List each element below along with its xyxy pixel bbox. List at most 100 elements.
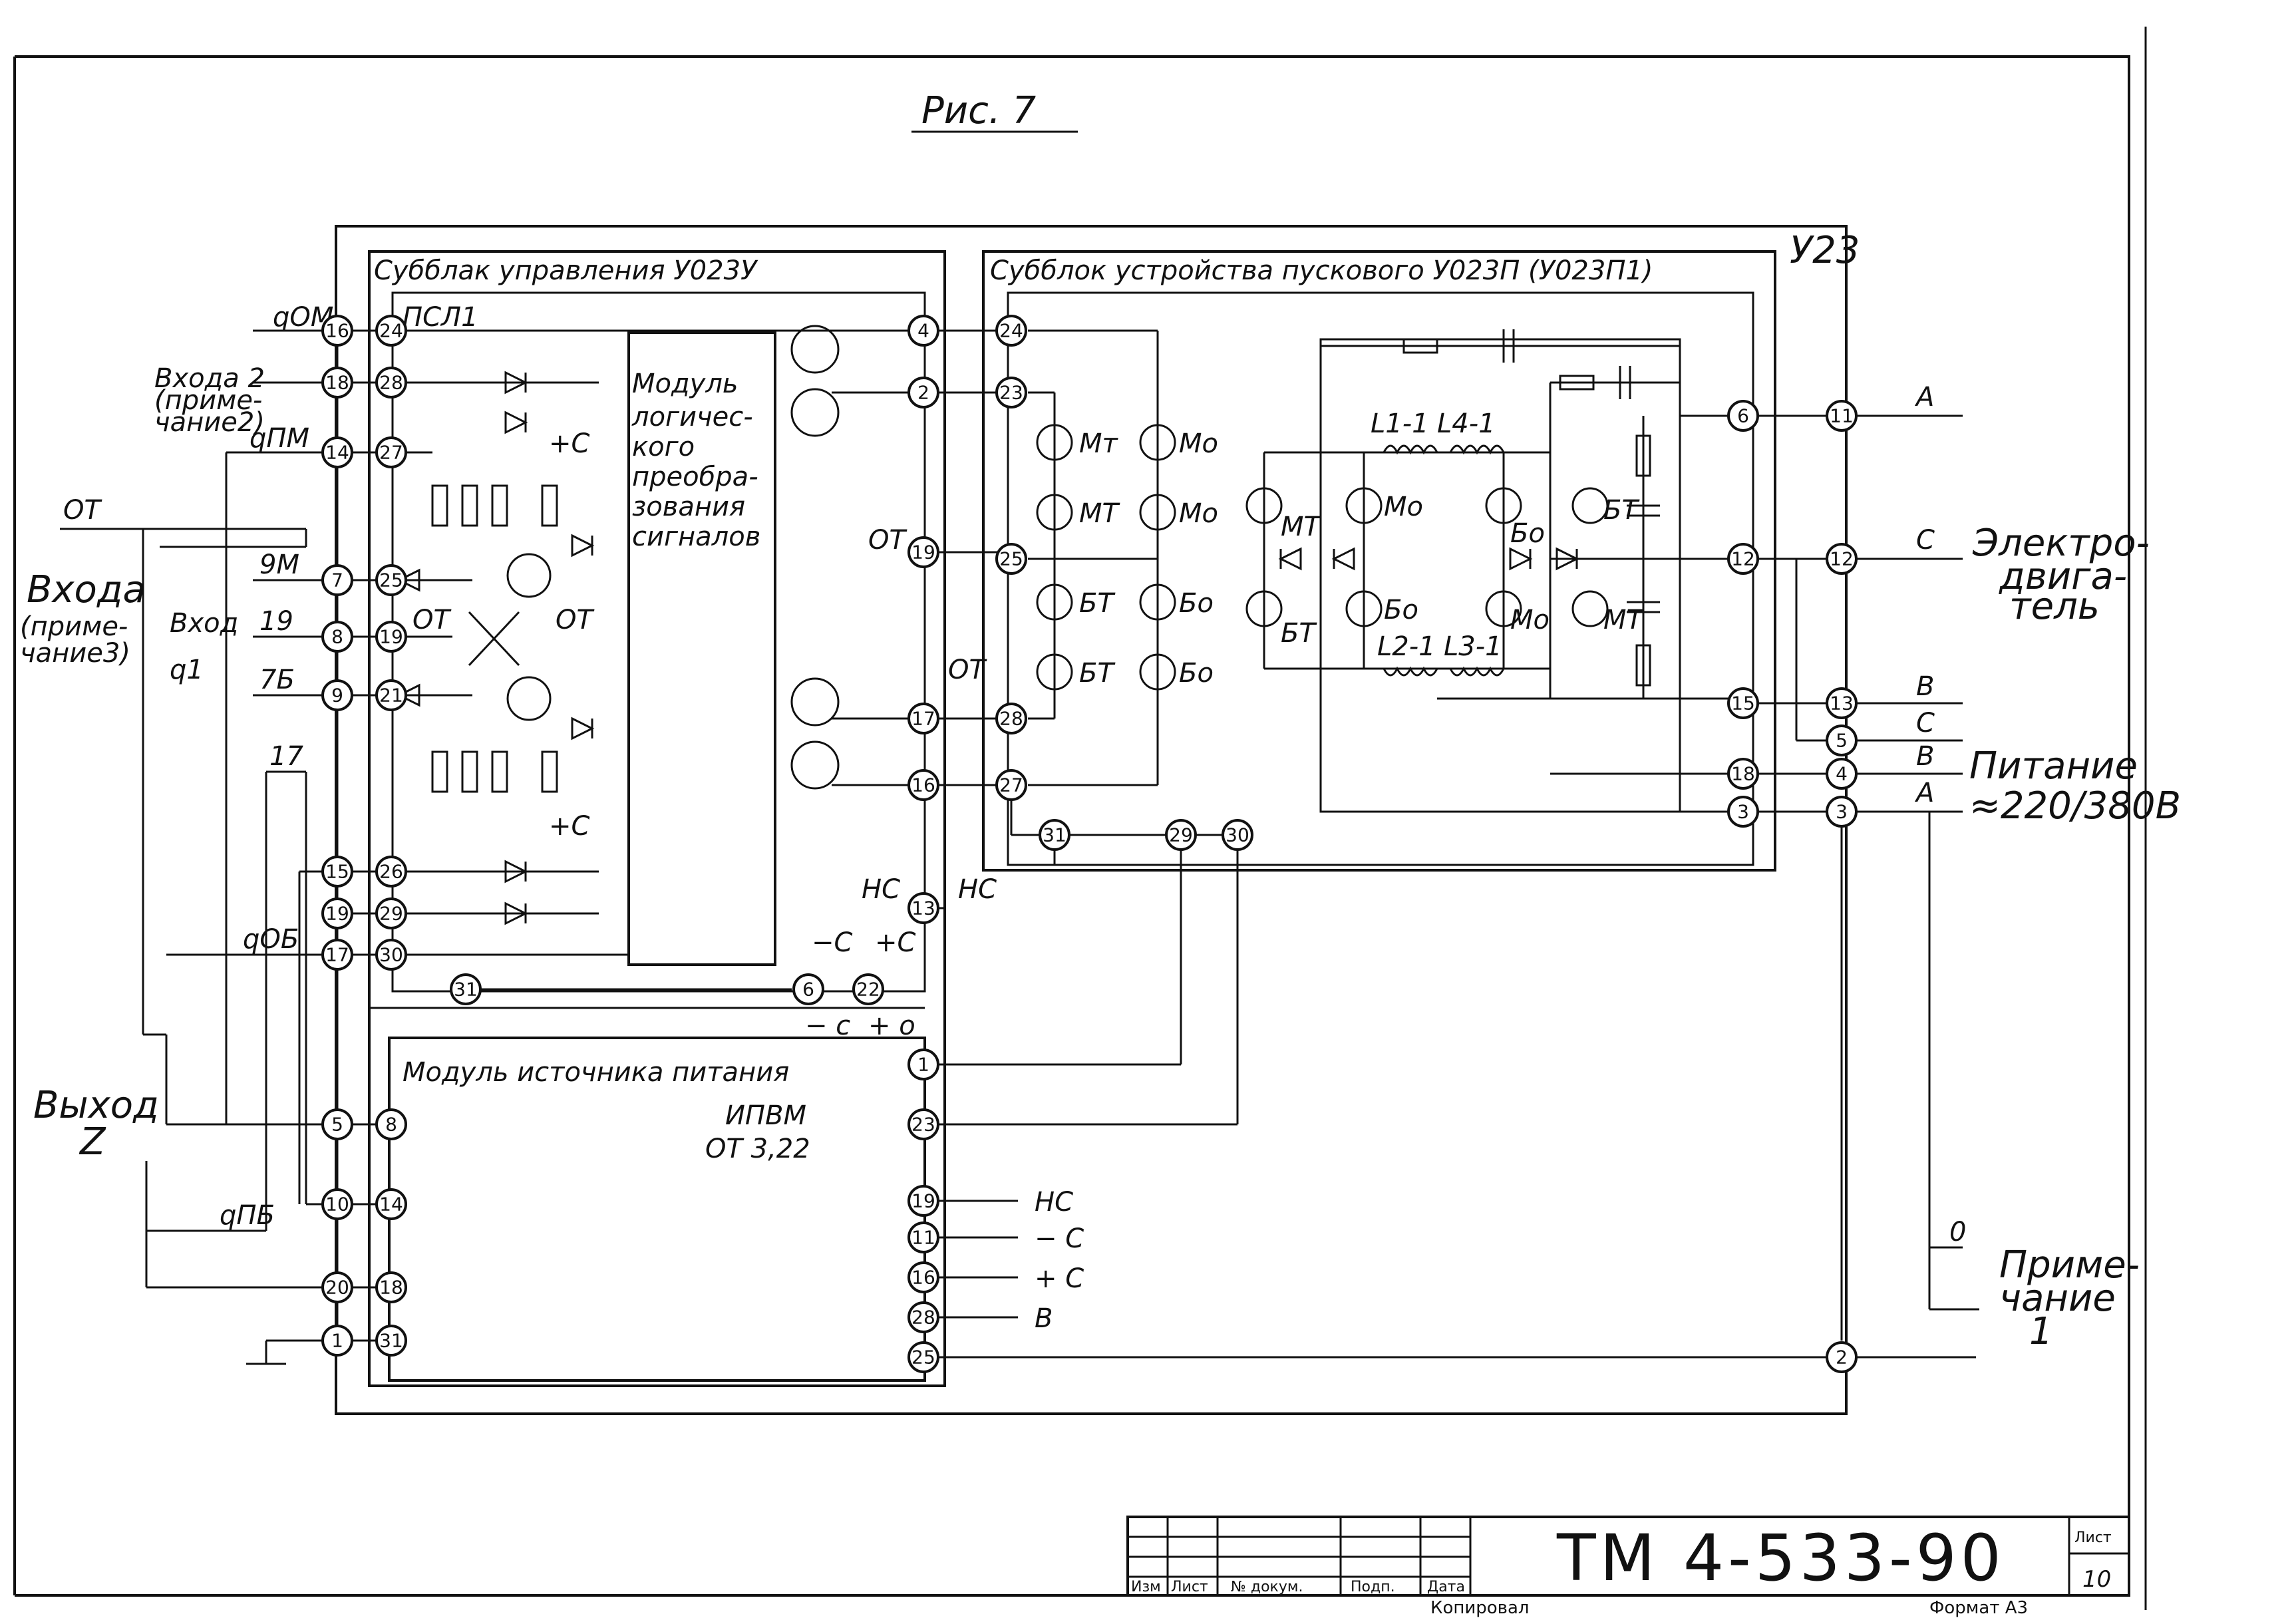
svg-text:ОТ: ОТ bbox=[412, 605, 452, 635]
svg-text:1: 1 bbox=[917, 1054, 929, 1076]
svg-text:№ докум.: № докум. bbox=[1231, 1579, 1303, 1595]
unit-label: У23 bbox=[1790, 229, 1860, 272]
svg-text:qПБ: qПБ bbox=[220, 1200, 275, 1231]
svg-text:16: 16 bbox=[911, 1267, 935, 1289]
led-symbols bbox=[1036, 424, 1609, 691]
svg-text:МТ: МТ bbox=[1079, 498, 1121, 529]
svg-text:НС: НС bbox=[1035, 1187, 1073, 1217]
svg-text:15: 15 bbox=[325, 861, 349, 883]
psl-title: ПСЛ1 bbox=[403, 302, 478, 333]
svg-text:Вход: Вход bbox=[170, 608, 238, 639]
power-module-from: ОТ 3,22 bbox=[705, 1134, 810, 1164]
svg-text:6: 6 bbox=[802, 979, 814, 1001]
svg-text:qПМ: qПМ bbox=[249, 423, 309, 454]
svg-text:23: 23 bbox=[999, 382, 1023, 404]
svg-text:Мо: Мо bbox=[1510, 605, 1550, 635]
svg-text:0: 0 bbox=[1949, 1217, 1966, 1247]
control-subblock bbox=[368, 250, 946, 1387]
svg-text:ОТ: ОТ bbox=[868, 525, 907, 556]
svg-text:+С: +С bbox=[549, 428, 590, 459]
svg-text:Бо: Бо bbox=[1179, 658, 1214, 689]
svg-text:Входа 2: Входа 2 bbox=[154, 363, 265, 394]
svg-text:+С: +С bbox=[875, 927, 916, 958]
svg-text:Бо: Бо bbox=[1510, 518, 1545, 549]
svg-text:чание2): чание2) bbox=[154, 407, 265, 438]
sheet-label: Лист bbox=[2074, 1530, 2112, 1546]
pins-control-inner: 24 28 27 25 19 21 26 29 30 8 14 18 31 bbox=[375, 315, 407, 1357]
svg-text:Бо: Бо bbox=[1179, 588, 1214, 619]
pins-control-out: 4 2 19 17 16 13 bbox=[907, 315, 939, 924]
svg-text:9М: 9М bbox=[259, 550, 299, 580]
svg-text:11: 11 bbox=[911, 1227, 935, 1249]
coil-labels: L1-1 L4-1 L2-1 L3-1 bbox=[1371, 408, 1502, 662]
svg-text:чание3): чание3) bbox=[20, 638, 130, 669]
svg-text:5: 5 bbox=[331, 1114, 343, 1136]
svg-text:НС: НС bbox=[862, 874, 900, 905]
svg-text:31: 31 bbox=[454, 979, 478, 1001]
svg-text:БТ: БТ bbox=[1281, 618, 1317, 649]
svg-text:14: 14 bbox=[325, 442, 349, 464]
svg-text:С: С bbox=[1916, 708, 1935, 738]
svg-text:25: 25 bbox=[911, 1347, 935, 1369]
svg-text:+С: +С bbox=[549, 811, 590, 842]
pins-misc: 31 6 22 bbox=[450, 973, 884, 1005]
svg-text:13: 13 bbox=[1830, 693, 1854, 715]
starter-subblock-title: Субблок устройства пускового У023П (У023… bbox=[990, 255, 1653, 286]
svg-text:27: 27 bbox=[999, 774, 1023, 796]
svg-text:А: А bbox=[1914, 778, 1934, 808]
svg-text:Дата: Дата bbox=[1427, 1579, 1465, 1595]
left-labels: Входа 2 (приме- чание2) ОТ Входа (приме-… bbox=[20, 302, 333, 1231]
sheet-number: 10 bbox=[2082, 1566, 2111, 1593]
svg-text:28: 28 bbox=[911, 1307, 935, 1329]
pins-starter-left: 24 23 25 28 27 31 29 30 bbox=[995, 315, 1253, 851]
svg-text:25: 25 bbox=[379, 569, 403, 591]
svg-text:Мт: Мт bbox=[1079, 428, 1119, 459]
svg-text:qОБ: qОБ bbox=[243, 924, 299, 955]
svg-text:10: 10 bbox=[325, 1194, 349, 1215]
copied-label: Копировал bbox=[1430, 1598, 1530, 1618]
svg-text:−С: −С bbox=[812, 927, 853, 958]
svg-text:зования: зования bbox=[632, 492, 745, 522]
svg-text:(приме-: (приме- bbox=[20, 611, 128, 642]
svg-text:19: 19 bbox=[379, 626, 403, 648]
svg-text:12: 12 bbox=[1731, 548, 1755, 570]
svg-text:8: 8 bbox=[331, 626, 343, 648]
led-labels: Мт МТ БТ БТ Мо Мо Бо Бо МТ БТ Мо Бо Бо М… bbox=[1079, 428, 1645, 689]
svg-text:Выход: Выход bbox=[33, 1084, 159, 1127]
svg-text:19: 19 bbox=[911, 1190, 935, 1212]
svg-text:ОТ: ОТ bbox=[556, 605, 595, 635]
svg-text:8: 8 bbox=[385, 1114, 397, 1136]
figure-title: Рис. 7 bbox=[921, 89, 1037, 132]
svg-text:Бо: Бо bbox=[1384, 595, 1418, 625]
svg-text:А: А bbox=[1914, 382, 1934, 412]
svg-text:С: С bbox=[1916, 525, 1935, 556]
svg-text:31: 31 bbox=[379, 1330, 403, 1352]
triac-bridge-components bbox=[1278, 329, 1660, 687]
svg-text:Лист: Лист bbox=[1171, 1579, 1208, 1595]
svg-text:26: 26 bbox=[379, 861, 403, 883]
svg-text:БТ: БТ bbox=[1079, 588, 1116, 619]
power-module bbox=[388, 1037, 926, 1382]
svg-text:21: 21 bbox=[379, 685, 403, 707]
svg-text:9: 9 bbox=[331, 685, 343, 707]
svg-text:16: 16 bbox=[911, 774, 935, 796]
power-module-type: ИПВМ bbox=[725, 1100, 806, 1131]
svg-text:6: 6 bbox=[1737, 405, 1749, 427]
svg-text:29: 29 bbox=[379, 903, 403, 925]
wiring bbox=[60, 329, 1979, 1365]
svg-text:Мо: Мо bbox=[1179, 498, 1218, 529]
svg-text:Питание: Питание bbox=[1969, 744, 2138, 788]
starter-subblock bbox=[982, 250, 1776, 872]
svg-text:Подп.: Подп. bbox=[1351, 1579, 1395, 1595]
svg-text:БТ: БТ bbox=[1079, 658, 1116, 689]
svg-text:L4-1: L4-1 bbox=[1437, 408, 1496, 439]
svg-text:− С: − С bbox=[1035, 1223, 1084, 1254]
svg-text:В: В bbox=[1916, 741, 1934, 772]
title-block: Изм Лист № докум. Подп. Дата Лист 10 Коп… bbox=[1126, 1516, 2130, 1618]
svg-text:19: 19 bbox=[325, 903, 349, 925]
svg-text:19: 19 bbox=[911, 542, 935, 564]
svg-text:(приме-: (приме- bbox=[154, 385, 262, 416]
right-labels: Электро- двига- тель Питание ≈220/380В П… bbox=[1914, 382, 2181, 1353]
svg-text:+ о: + о bbox=[868, 1011, 915, 1041]
svg-text:тель: тель bbox=[2009, 585, 2100, 628]
